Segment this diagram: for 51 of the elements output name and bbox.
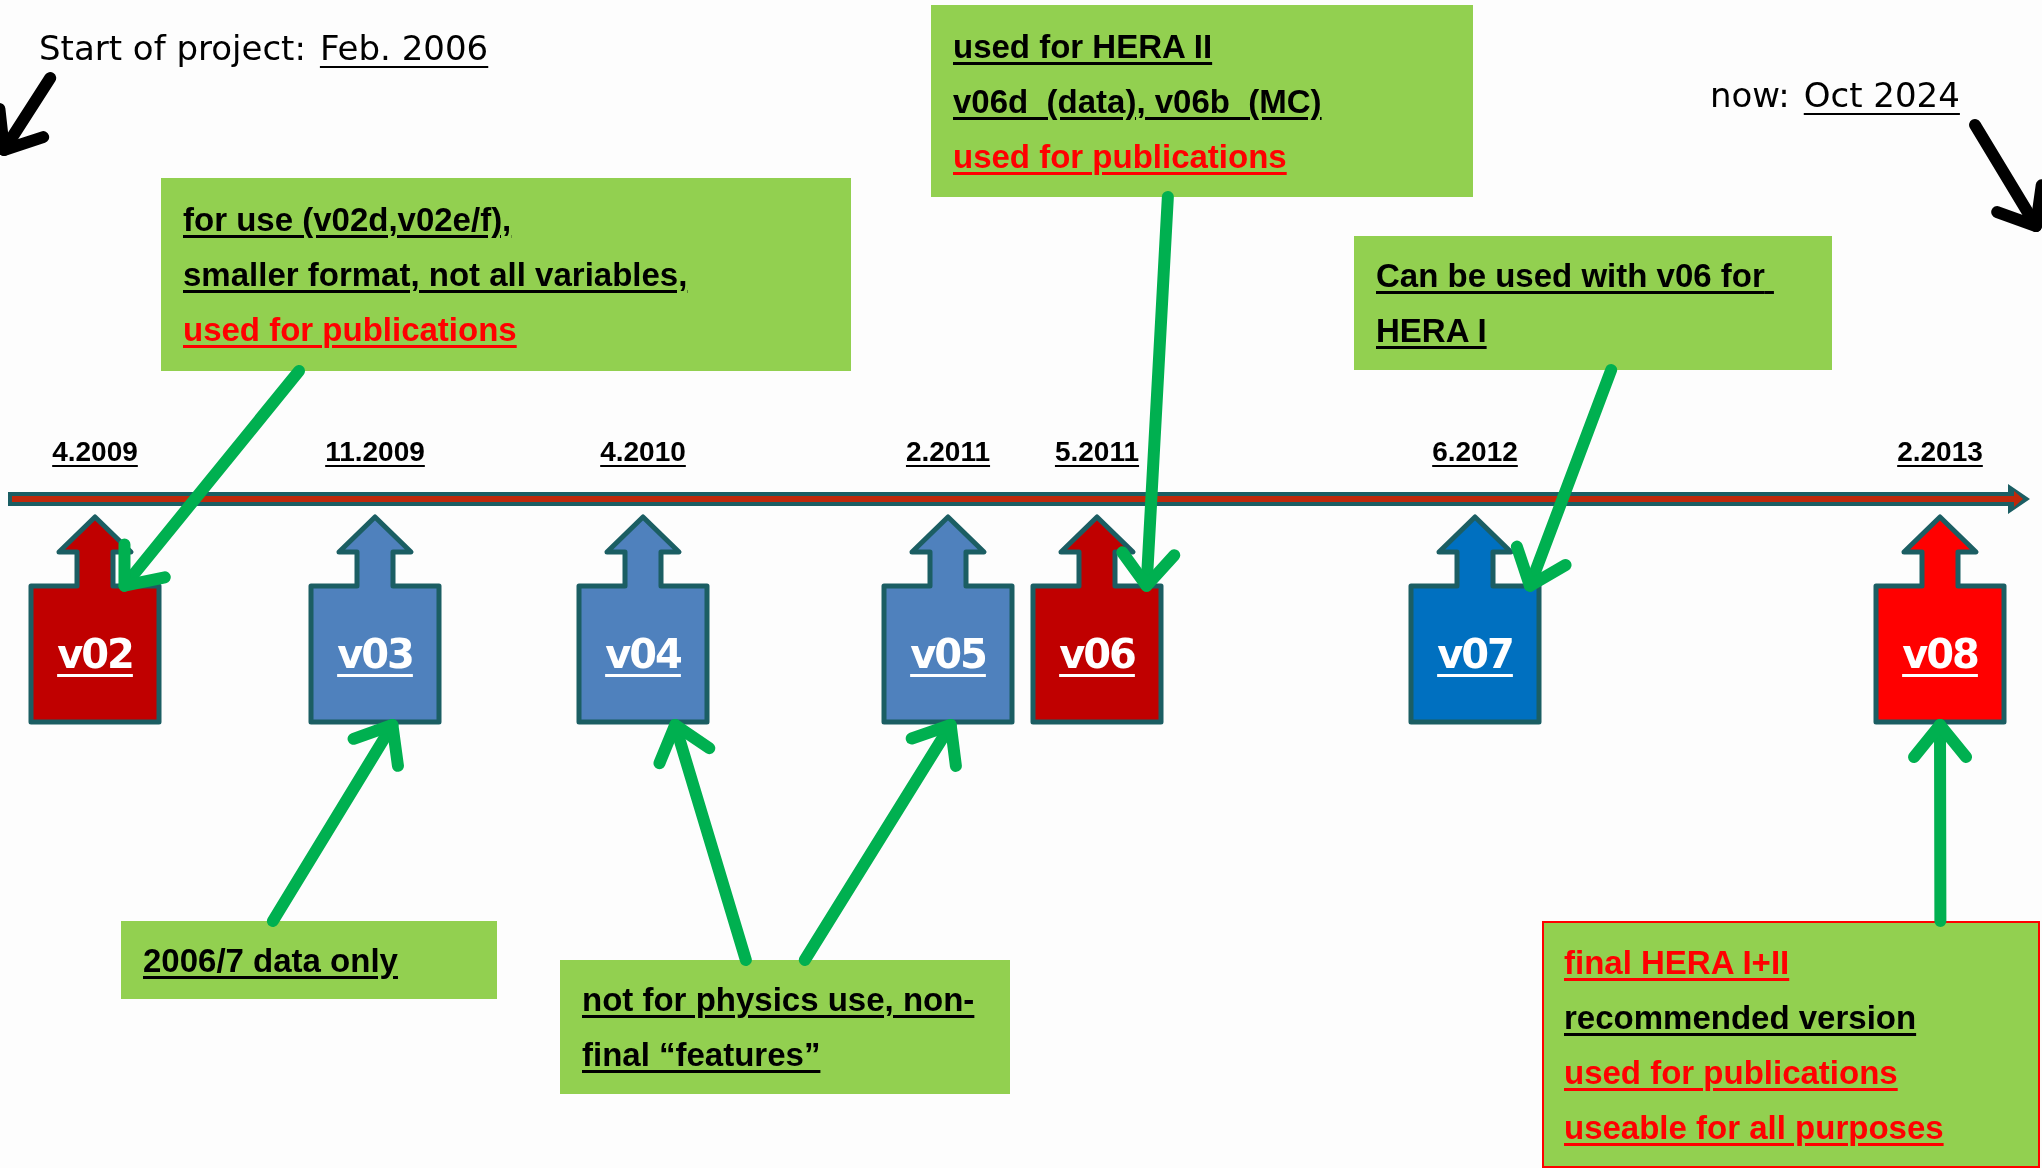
note-text: used for publications (1564, 1052, 1899, 1093)
note-box (560, 960, 1010, 1094)
version-marker (308, 514, 442, 725)
date-label: 4.2010 (600, 436, 686, 468)
caption-text: now: (1710, 75, 1790, 115)
arrow (1510, 364, 1618, 592)
note-text: used for publications (953, 136, 1288, 177)
version-marker (1873, 514, 2007, 725)
note-box (121, 921, 497, 999)
arrow (266, 719, 404, 927)
note-text: for use (v02d,v02e/f), (183, 200, 513, 240)
version-label: v02 (57, 631, 133, 677)
arrow (118, 365, 305, 592)
date-label: 2.2013 (1897, 436, 1983, 468)
version-label: v05 (910, 631, 986, 677)
note-text: smaller format, not all variables, (183, 255, 689, 295)
note-text: used for publications (183, 310, 518, 350)
arrow (0, 72, 57, 156)
version-marker (881, 514, 1015, 725)
arrow (1969, 119, 2042, 232)
date-label: 4.2009 (52, 436, 138, 468)
note-text: 2006/7 data only (143, 940, 399, 981)
arrow (798, 719, 962, 966)
caption-text: Start of project: (39, 28, 306, 68)
arrow (1908, 719, 1973, 927)
date-label: 11.2009 (325, 436, 425, 468)
version-label: v03 (337, 631, 413, 677)
note-text: recommended version (1564, 997, 1918, 1038)
date-text: Oct 2024 (1803, 75, 1960, 115)
version-label: v07 (1437, 631, 1513, 677)
date-label: 6.2012 (1432, 436, 1518, 468)
note-text: not for physics use, non-final “features” (582, 980, 976, 1075)
version-marker (1408, 514, 1542, 725)
note-text: useable for all purposes (1564, 1107, 1945, 1148)
version-marker (1030, 514, 1164, 725)
note-box (931, 5, 1473, 197)
version-label: v08 (1902, 631, 1978, 677)
highlight-note-box (1542, 921, 2040, 1168)
version-marker (576, 514, 710, 725)
date-label: 5.2011 (1054, 436, 1140, 468)
note-text: used for HERA II (953, 26, 1214, 67)
date-label: 2.2011 (905, 436, 991, 468)
note-box (161, 178, 851, 371)
version-label: v06 (1059, 631, 1135, 677)
date-text: Feb. 2006 (319, 28, 489, 68)
version-label: v04 (605, 631, 681, 677)
arrow (1116, 191, 1181, 592)
version-marker (28, 514, 162, 725)
note-text: v06d (data), v06b (MC) (953, 81, 1323, 122)
note-text: final HERA I+II (1564, 942, 1791, 983)
arrow (653, 719, 752, 966)
